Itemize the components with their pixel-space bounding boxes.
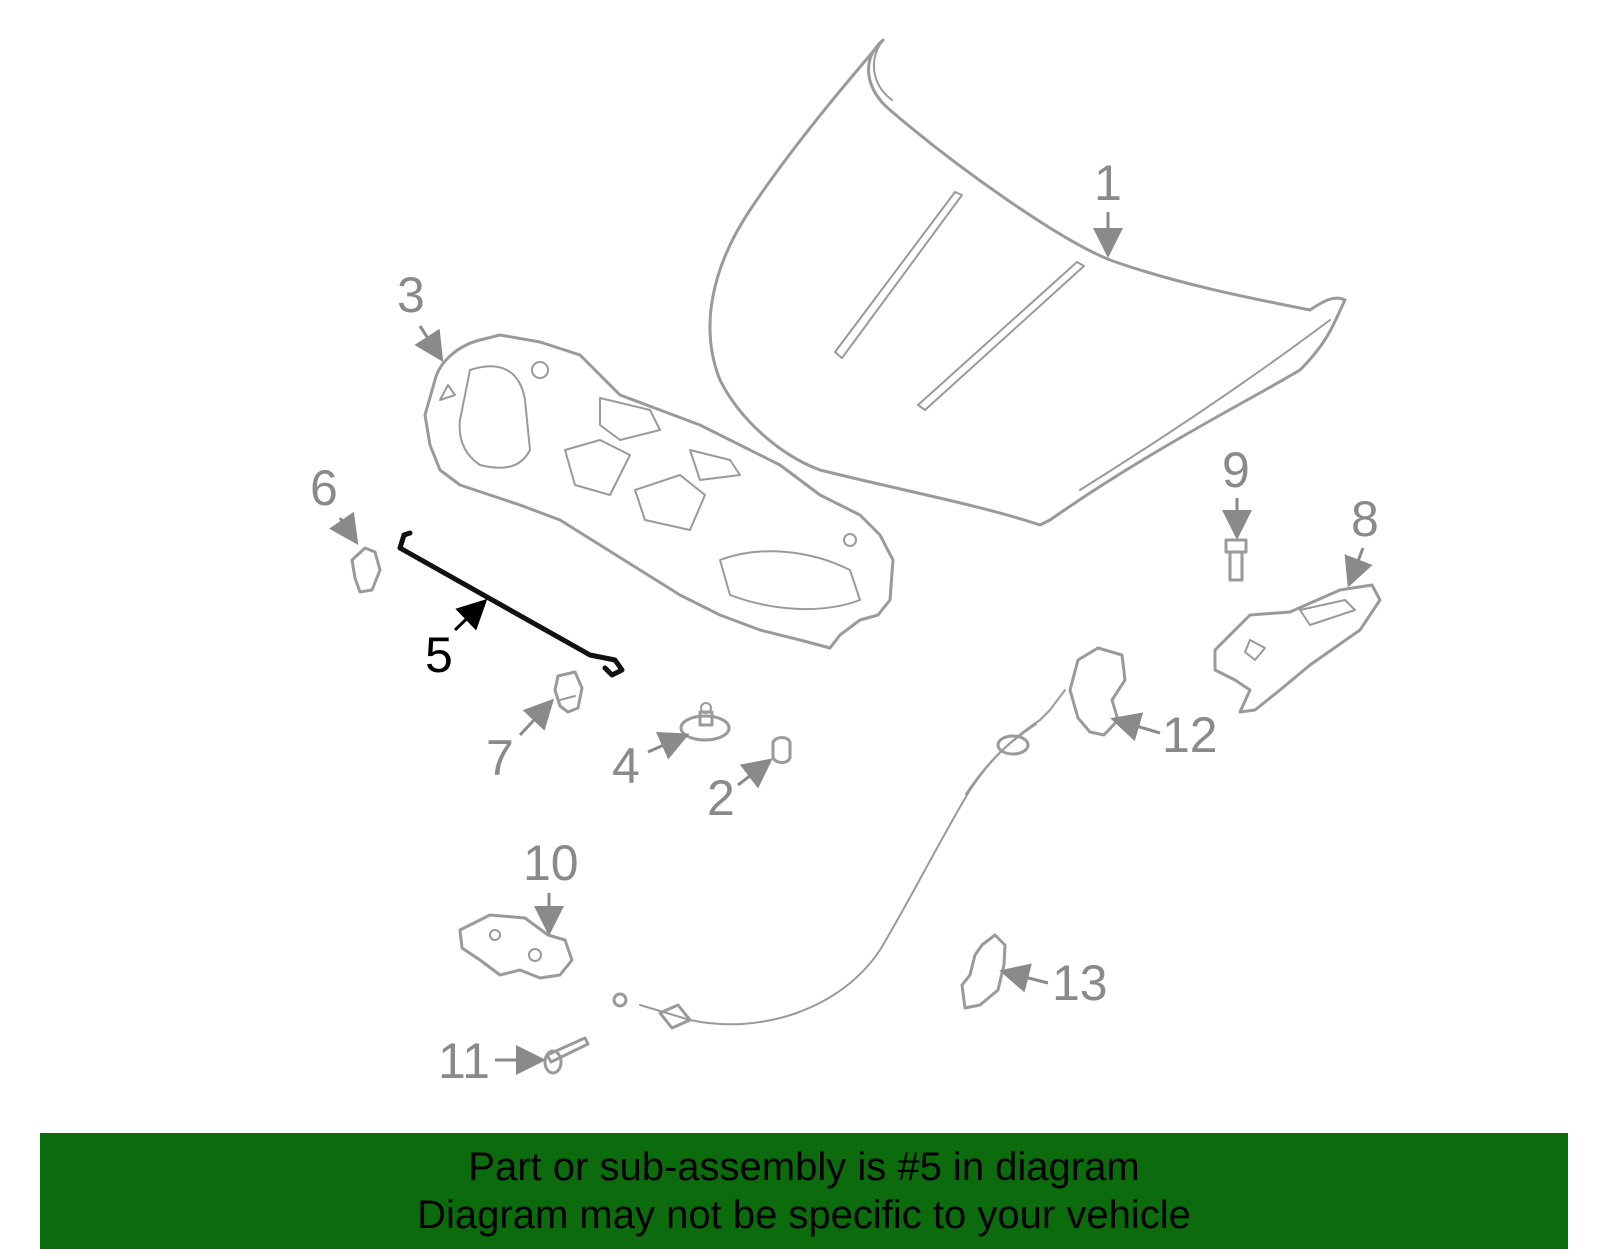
callout-4: 4 [612,738,640,794]
callout-6: 6 [310,460,338,516]
callout-9: 9 [1222,442,1250,498]
callout-13: 13 [1052,955,1108,1011]
latch-part-10 [458,913,574,980]
cap-part-2 [771,736,792,764]
clip-part-6 [350,546,382,594]
bolt-part-9 [1224,538,1248,582]
callout-8: 8 [1351,491,1379,547]
callout-5: 5 [425,627,453,683]
hood-insulator-part [423,333,895,650]
rod-holder-part-7 [553,670,584,714]
bracket-part-13 [960,933,1007,1010]
release-handle-part-12 [1039,646,1127,737]
callout-1: 1 [1094,155,1122,211]
release-cable [612,719,1041,1030]
hood-support-rod-part [397,530,625,678]
callout-11: 11 [438,1033,490,1089]
banner-line-part-info: Part or sub-assembly is #5 in diagram [468,1145,1140,1189]
callout-3: 3 [397,267,425,323]
callouts: 1 3 6 5 7 4 2 9 8 12 10 13 11 [310,155,1379,1089]
bumper-part-4 [679,702,731,742]
callout-7: 7 [486,730,514,786]
callout-2: 2 [707,770,735,826]
callout-10: 10 [523,835,579,891]
hood-part [708,38,1347,527]
callout-12: 12 [1162,707,1218,763]
info-banner: Part or sub-assembly is #5 in diagram Di… [40,1133,1568,1249]
hinge-part-8 [1213,583,1382,714]
bolt-part-11 [543,1036,590,1075]
banner-line-disclaimer: Diagram may not be specific to your vehi… [417,1193,1191,1237]
